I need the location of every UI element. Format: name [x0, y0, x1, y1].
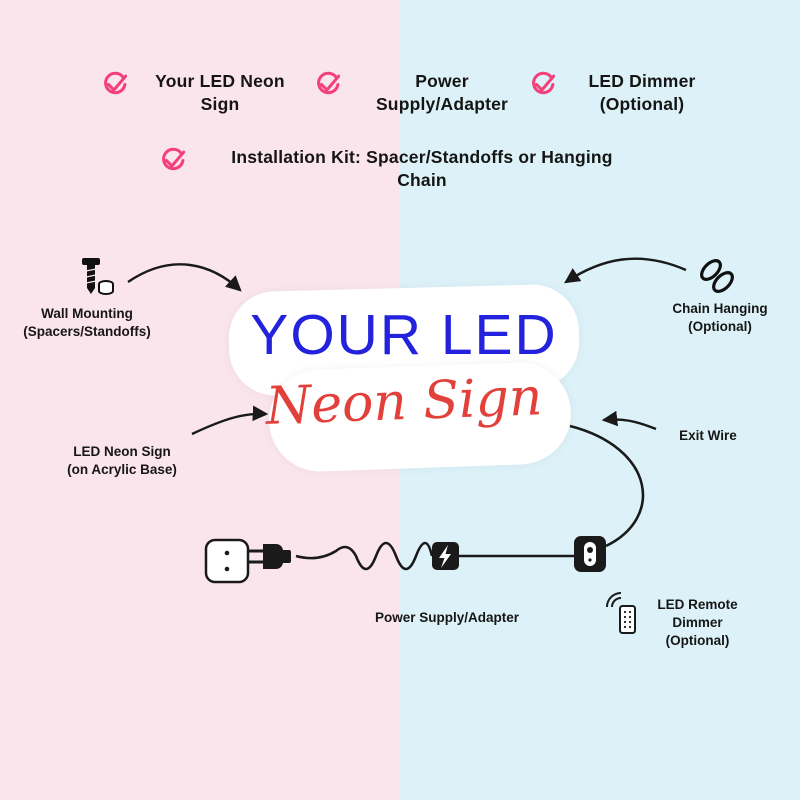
callout-wall-mounting: Wall Mounting (Spacers/Standoffs) — [23, 306, 151, 339]
checklist-label: Your LED Neon Sign — [155, 71, 285, 114]
checklist-item-installation-kit: Installation Kit: Spacer/Standoffs or Ha… — [158, 146, 646, 192]
screw-icon — [82, 258, 114, 295]
checklist-item-power-supply: Power Supply/Adapter — [313, 70, 531, 116]
callout-exit-wire: Exit Wire — [679, 428, 737, 443]
checklist-item-neon-sign: Your LED Neon Sign — [100, 70, 300, 116]
check-circle-icon — [317, 71, 340, 95]
wall-socket-icon — [204, 538, 250, 584]
check-circle-icon — [532, 71, 555, 95]
sign-text-line1: YOUR LED — [250, 303, 558, 367]
checklist-label: LED Dimmer (Optional) — [588, 71, 696, 114]
sign-text-line2: Neon Sign — [264, 367, 544, 437]
plug-icon — [249, 544, 291, 569]
callout-power-supply: Power Supply/Adapter — [374, 610, 520, 625]
check-circle-icon — [104, 71, 127, 95]
arrow-wall-mounting — [127, 263, 242, 292]
callout-remote-dimmer: LED Remote Dimmer (Optional) — [657, 597, 738, 648]
checklist-label: Power Supply/Adapter — [375, 71, 509, 114]
callout-chain-hanging: Chain Hanging (Optional) — [672, 301, 768, 334]
neon-sign-preview: YOUR LED Neon Sign — [225, 280, 585, 480]
callout-neon-sign-base: LED Neon Sign (on Acrylic Base) — [67, 444, 177, 477]
checklist-label: Installation Kit: Spacer/Standoffs or Ha… — [231, 147, 613, 190]
check-circle-icon — [162, 147, 185, 171]
checklist-item-dimmer: LED Dimmer (Optional) — [528, 70, 716, 116]
